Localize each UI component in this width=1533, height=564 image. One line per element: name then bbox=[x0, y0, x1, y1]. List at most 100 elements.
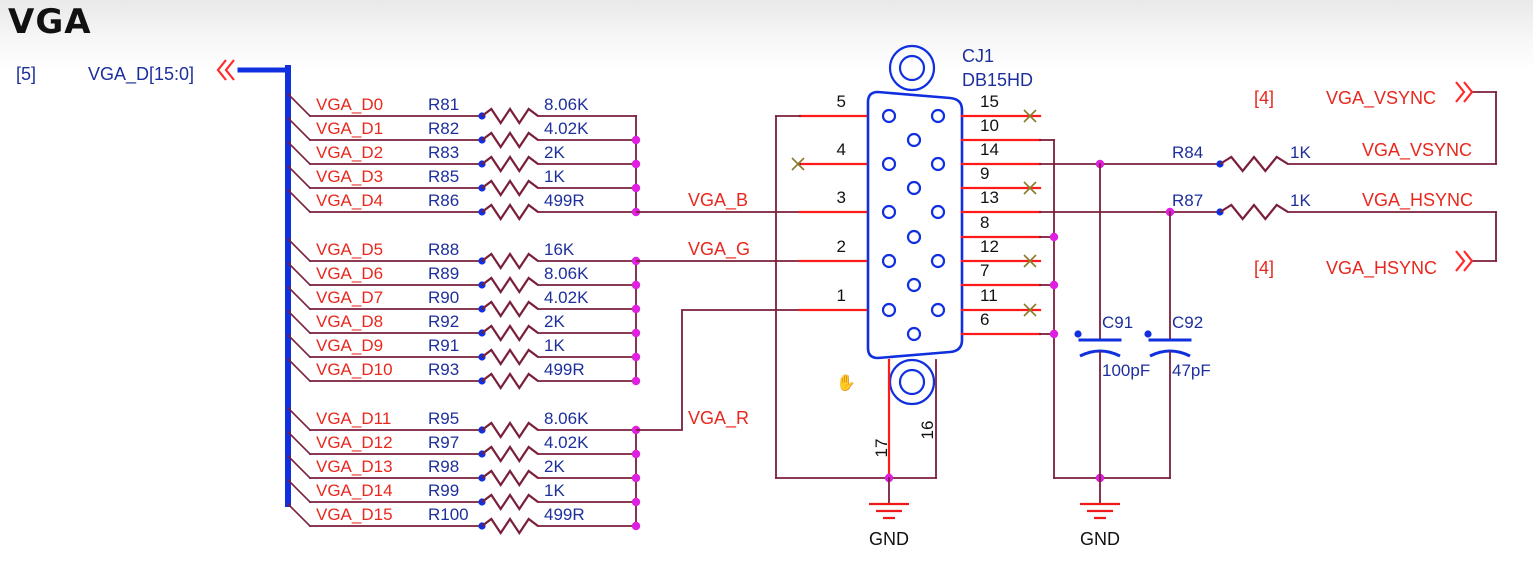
resistor-value: 1K bbox=[1290, 143, 1311, 162]
resistor-value: 2K bbox=[544, 143, 565, 162]
bus-entry bbox=[286, 333, 312, 359]
mount-hole bbox=[898, 368, 926, 396]
resistor-symbol bbox=[481, 348, 539, 366]
resistor-value: 4.02K bbox=[544, 433, 589, 452]
resistor-ref: R93 bbox=[428, 360, 459, 379]
mount-hole bbox=[898, 54, 926, 82]
capacitor-ref: C92 bbox=[1172, 313, 1203, 332]
junction-dot bbox=[631, 376, 641, 386]
pin-socket bbox=[930, 302, 946, 318]
junction-dot bbox=[631, 328, 641, 338]
junction-dot bbox=[1049, 232, 1059, 242]
pin-socket bbox=[930, 156, 946, 172]
resistor-value: 1K bbox=[544, 167, 565, 186]
resistor-symbol bbox=[481, 517, 539, 535]
sync-port-arrow bbox=[1455, 250, 1474, 272]
pin-number: 14 bbox=[980, 140, 999, 159]
bus-entry bbox=[286, 237, 312, 263]
pin-number: 2 bbox=[837, 237, 846, 256]
net-label: VGA_D9 bbox=[316, 336, 383, 355]
pin-socket bbox=[906, 326, 922, 342]
net-label: VGA_D15 bbox=[316, 505, 393, 524]
sync-port-arrow bbox=[1455, 81, 1474, 103]
resistor-value: 1K bbox=[544, 481, 565, 500]
db15-shell bbox=[866, 90, 964, 360]
bus-entry bbox=[286, 140, 312, 166]
pin-socket bbox=[930, 108, 946, 124]
sync-sheet-ref: [4] bbox=[1254, 258, 1274, 278]
mount-hole bbox=[888, 358, 936, 406]
resistor-symbol bbox=[1219, 155, 1289, 173]
sync-net-label: VGA_VSYNC bbox=[1362, 140, 1472, 161]
resistor-value: 2K bbox=[544, 457, 565, 476]
bus-entry bbox=[286, 309, 312, 335]
resistor-value: 499R bbox=[544, 505, 585, 524]
pin-socket bbox=[906, 229, 922, 245]
resistor-symbol bbox=[481, 131, 539, 149]
resistor-value: 16K bbox=[544, 240, 575, 259]
no-connect-marker bbox=[791, 157, 805, 171]
resistor-ref: R99 bbox=[428, 481, 459, 500]
resistor-symbol bbox=[481, 252, 539, 270]
bus-entry bbox=[286, 116, 312, 142]
junction-dot bbox=[631, 352, 641, 362]
resistor-ref: R92 bbox=[428, 312, 459, 331]
sheet-title: VGA bbox=[8, 2, 92, 42]
bus-entry bbox=[286, 285, 312, 311]
resistor-value: 4.02K bbox=[544, 288, 589, 307]
resistor-ref: R84 bbox=[1172, 143, 1203, 162]
junction-dot bbox=[631, 521, 641, 531]
net-label: VGA_D1 bbox=[316, 119, 383, 138]
resistor-symbol bbox=[481, 445, 539, 463]
capacitor-ref: C91 bbox=[1102, 313, 1133, 332]
pin-number: 9 bbox=[980, 164, 989, 183]
pin-number: 8 bbox=[980, 213, 989, 232]
sync-net-label: VGA_HSYNC bbox=[1362, 190, 1473, 211]
pin-dot bbox=[1144, 330, 1152, 338]
pin-number: 10 bbox=[980, 116, 999, 135]
net-label: VGA_D6 bbox=[316, 264, 383, 283]
resistor-ref: R100 bbox=[428, 505, 469, 524]
net-label: VGA_D11 bbox=[316, 409, 391, 428]
ground-label: GND bbox=[869, 529, 909, 549]
bus-name: VGA_D[15:0] bbox=[88, 64, 194, 85]
capacitor-value: 47pF bbox=[1172, 361, 1211, 380]
no-connect-marker bbox=[1023, 181, 1037, 195]
resistor-symbol bbox=[481, 179, 539, 197]
resistor-value: 8.06K bbox=[544, 264, 589, 283]
resistor-ref: R97 bbox=[428, 433, 459, 452]
pin-socket bbox=[906, 132, 922, 148]
capacitor-plate bbox=[1149, 349, 1191, 358]
resistor-symbol bbox=[481, 493, 539, 511]
resistor-ref: R98 bbox=[428, 457, 459, 476]
sync-port-label: VGA_HSYNC bbox=[1326, 258, 1437, 279]
resistor-ref: R89 bbox=[428, 264, 459, 283]
ground-symbol bbox=[869, 502, 909, 520]
no-connect-marker bbox=[1023, 303, 1037, 317]
resistor-ref: R86 bbox=[428, 191, 459, 210]
ground-symbol bbox=[1080, 502, 1120, 520]
color-net-label: VGA_R bbox=[688, 408, 749, 429]
resistor-symbol bbox=[481, 469, 539, 487]
capacitor-plate bbox=[1079, 349, 1121, 358]
junction-dot bbox=[631, 497, 641, 507]
pin-number: 16 bbox=[918, 421, 937, 440]
junction-dot bbox=[631, 183, 641, 193]
bus-entry bbox=[286, 406, 312, 432]
resistor-ref: R82 bbox=[428, 119, 459, 138]
net-label: VGA_D4 bbox=[316, 191, 383, 210]
mount-hole bbox=[888, 44, 936, 92]
junction-dot bbox=[631, 159, 641, 169]
pin-socket bbox=[930, 253, 946, 269]
resistor-symbol bbox=[481, 155, 539, 173]
no-connect-marker bbox=[1023, 109, 1037, 123]
pin-number: 6 bbox=[980, 310, 989, 329]
pin-number: 11 bbox=[980, 286, 998, 305]
junction-dot bbox=[631, 304, 641, 314]
connector-part: DB15HD bbox=[962, 70, 1033, 90]
sync-sheet-ref: [4] bbox=[1254, 88, 1274, 108]
resistor-symbol bbox=[481, 107, 539, 125]
junction-dot bbox=[1049, 280, 1059, 290]
resistor-ref: R85 bbox=[428, 167, 459, 186]
